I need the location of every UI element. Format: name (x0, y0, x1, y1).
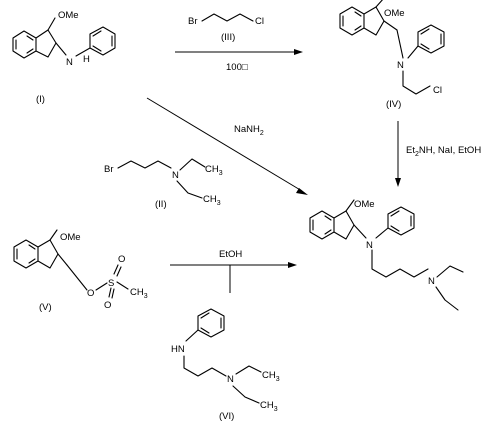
compound-IV-label: (IV) (386, 99, 401, 110)
compound-I-h-label: H (83, 54, 90, 65)
compound-VI-ch3-upper-main: CH (262, 370, 276, 381)
reagent-II-n-label: N (172, 170, 179, 181)
compound-I-ome-label: OMe (58, 10, 79, 21)
arrow-V-to-product (170, 262, 297, 293)
compound-V-ch3-main: CH (130, 287, 144, 298)
compound-VI-ch3-lower: CH3 (260, 400, 278, 413)
step2-reagents-prefix: Et (406, 145, 415, 156)
reagent-II-ch3-upper: CH3 (205, 164, 223, 177)
compound-I: OMe N H (I) (12, 10, 116, 105)
compound-VI-n-label: N (227, 374, 234, 385)
reagent-II-ch3-lower: CH3 (203, 194, 221, 207)
arrow-I-to-product (146, 97, 308, 195)
diagonal-reagent: NaNH2 (234, 124, 264, 137)
compound-V-s-label: S (108, 278, 114, 289)
reagent-III-cl-label: Cl (255, 16, 264, 27)
compound-VI-hn-label: HN (171, 344, 185, 355)
step1-temperature: 100□ (226, 62, 248, 73)
compound-IV-n-label: N (397, 60, 404, 71)
reagent-III: Br Cl (III) (188, 13, 264, 43)
reagent-III-label: (III) (221, 32, 235, 43)
compound-IV: OMe N Cl (IV) (339, 0, 445, 110)
compound-V-o-up-label: O (118, 254, 125, 265)
reagent-II-ch3-upper-main: CH (205, 164, 219, 175)
compound-V-ch3: CH3 (130, 287, 148, 300)
compound-I-label: (I) (36, 94, 45, 105)
compound-VI-ch3-upper-sub: 3 (276, 376, 280, 383)
step2-reagents-suffix: NH, NaI, EtOH (419, 145, 481, 156)
compound-VI: HN N CH3 CH3 (VI) (171, 308, 280, 422)
diagonal-reagent-main: NaNH (234, 124, 260, 135)
compound-VI-ch3-lower-sub: 3 (274, 406, 278, 413)
reagent-II-br-label: Br (104, 164, 114, 175)
reagent-II: Br N CH3 CH3 (II) (104, 158, 223, 210)
compound-I-n-label: N (66, 57, 73, 68)
compound-V: OMe O S O O CH3 (V) (13, 229, 148, 313)
compound-VI-ch3-upper: CH3 (262, 370, 280, 383)
bottom-reagent: EtOH (219, 249, 242, 260)
compound-IV-ome-label: OMe (384, 8, 405, 19)
compound-V-ome-label: OMe (60, 232, 81, 243)
compound-V-o-label: O (87, 288, 94, 299)
product-ome-label: OMe (354, 199, 375, 210)
reagent-II-label: (II) (155, 199, 167, 210)
diagonal-reagent-sub: 2 (260, 130, 264, 137)
step2-reagents: Et2NH, NaI, EtOH (406, 145, 481, 158)
compound-VI-ch3-lower-main: CH (260, 400, 274, 411)
product-n1-label: N (366, 240, 373, 251)
reagent-II-ch3-lower-main: CH (203, 194, 217, 205)
compound-V-o-down-label: O (104, 300, 111, 311)
product: OMe N N (309, 199, 464, 311)
arrow-IV-to-product (395, 121, 401, 187)
reagent-II-ch3-upper-sub: 3 (219, 170, 223, 177)
arrow-I-to-IV (175, 49, 303, 55)
reagent-III-br-label: Br (188, 16, 198, 27)
reagent-II-ch3-lower-sub: 3 (217, 200, 221, 207)
compound-VI-label: (VI) (219, 411, 234, 422)
step2-reagents-sub: 2 (415, 151, 419, 158)
compound-IV-cl-label: Cl (433, 85, 442, 96)
product-n2-label: N (428, 276, 435, 287)
compound-V-label: (V) (39, 302, 52, 313)
compound-V-ch3-sub: 3 (144, 293, 148, 300)
